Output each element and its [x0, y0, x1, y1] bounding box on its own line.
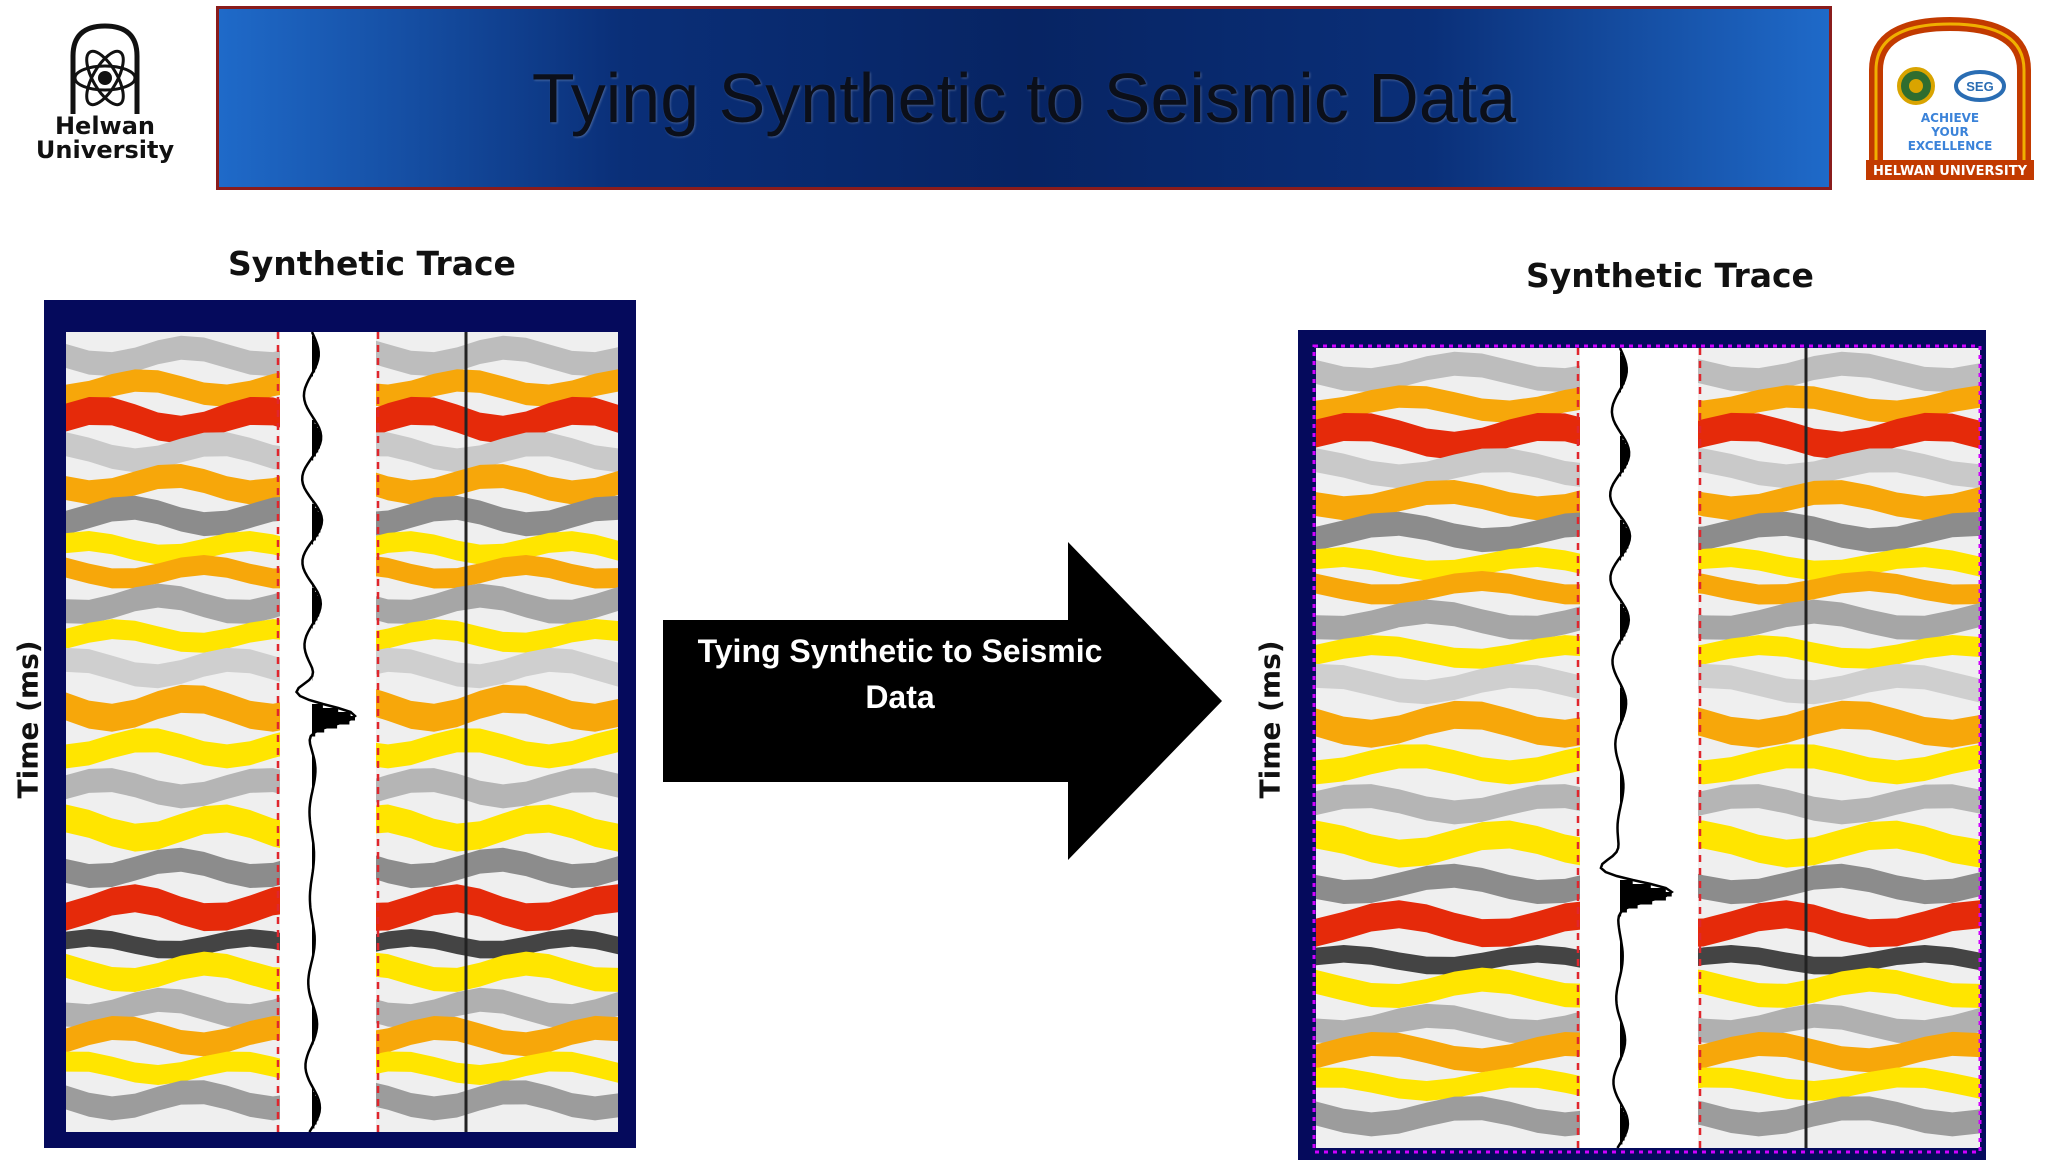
page-title: Tying Synthetic to Seismic Data	[531, 59, 1517, 137]
aapg-seg-logo-icon: SEG ACHIEVE YOUR EXCELLENCE HELWAN UNIVE…	[1866, 16, 2034, 180]
aapg-seg-logo: SEG ACHIEVE YOUR EXCELLENCE HELWAN UNIVE…	[1862, 10, 2038, 182]
dotted-selection-border	[1312, 344, 1982, 1154]
logo-line-helwan: Helwan	[54, 112, 156, 140]
synthetic-trace-fill	[312, 336, 355, 1129]
arrow-label: Tying Synthetic to Seismic Data	[697, 633, 1103, 715]
logo-line-achieve: ACHIEVE	[1921, 111, 1979, 125]
atom-logo-icon	[70, 23, 140, 114]
seismic-panel-right	[1298, 330, 1986, 1160]
helwan-university-logo: Helwan University	[30, 22, 180, 172]
logo-line-excellence: EXCELLENCE	[1908, 139, 1993, 153]
right-arrow-icon	[663, 542, 1222, 860]
seismic-panel-left	[44, 300, 636, 1148]
logo-line-your: YOUR	[1930, 125, 1968, 139]
logo-line-university: University	[35, 136, 175, 164]
title-banner: Tying Synthetic to Seismic Data	[216, 6, 1832, 190]
seg-badge-text: SEG	[1966, 79, 1993, 94]
logo-footer-text: HELWAN UNIVERSITY	[1873, 164, 2028, 179]
synthetic-trace-strip	[1580, 348, 1698, 1148]
time-axis-label-left: Time (ms)	[11, 640, 45, 799]
synthetic-trace-waveform	[1599, 347, 1674, 1149]
time-axis-label-right: Time (ms)	[1253, 640, 1287, 799]
synthetic-trace-strip	[280, 332, 376, 1132]
seismic-section	[1316, 348, 1980, 1148]
panel-title-right: Synthetic Trace	[1526, 256, 1814, 295]
panel-title-left: Synthetic Trace	[228, 244, 516, 283]
